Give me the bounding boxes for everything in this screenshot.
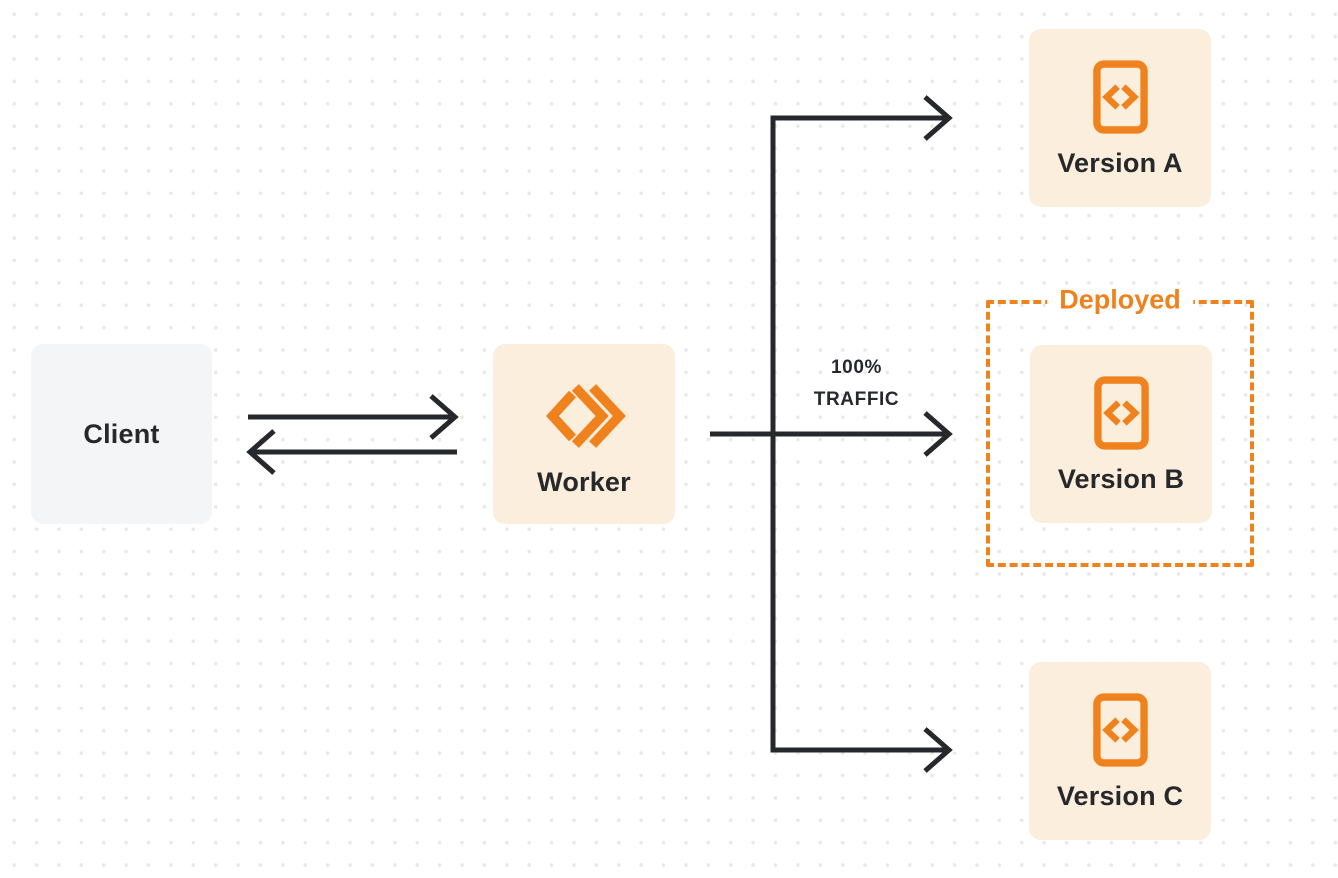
traffic-label: 100% TRAFFIC (799, 352, 914, 417)
deployed-label: Deployed (1047, 286, 1193, 314)
code-icon (1092, 692, 1148, 767)
arrow-worker-to-version-a-head (923, 95, 953, 141)
deployed-outline: Deployed (986, 286, 1254, 567)
arrow-worker-to-version-c-head (923, 727, 953, 773)
arrow-worker-to-version-b-head (923, 411, 953, 457)
client-label: Client (83, 418, 160, 449)
version-c-label: Version C (1056, 780, 1184, 811)
code-icon (1093, 375, 1149, 450)
client-node: Client (31, 344, 212, 524)
version-c-node: Version C (1029, 662, 1211, 840)
traffic-percent: 100% (831, 357, 882, 378)
arrow-worker-to-client-head (246, 429, 276, 475)
code-icon (1092, 59, 1148, 134)
branch-trunk-line (770, 115, 945, 753)
worker-label: Worker (537, 466, 631, 497)
version-a-label: Version A (1057, 147, 1183, 178)
arrow-client-to-worker-head (429, 394, 459, 440)
traffic-word: TRAFFIC (813, 389, 900, 411)
worker-node: Worker (493, 344, 675, 524)
version-b-label: Version B (1057, 463, 1185, 494)
version-b-node: Version B (1030, 345, 1212, 523)
version-a-node: Version A (1029, 29, 1211, 207)
worker-logo-icon (541, 373, 627, 459)
